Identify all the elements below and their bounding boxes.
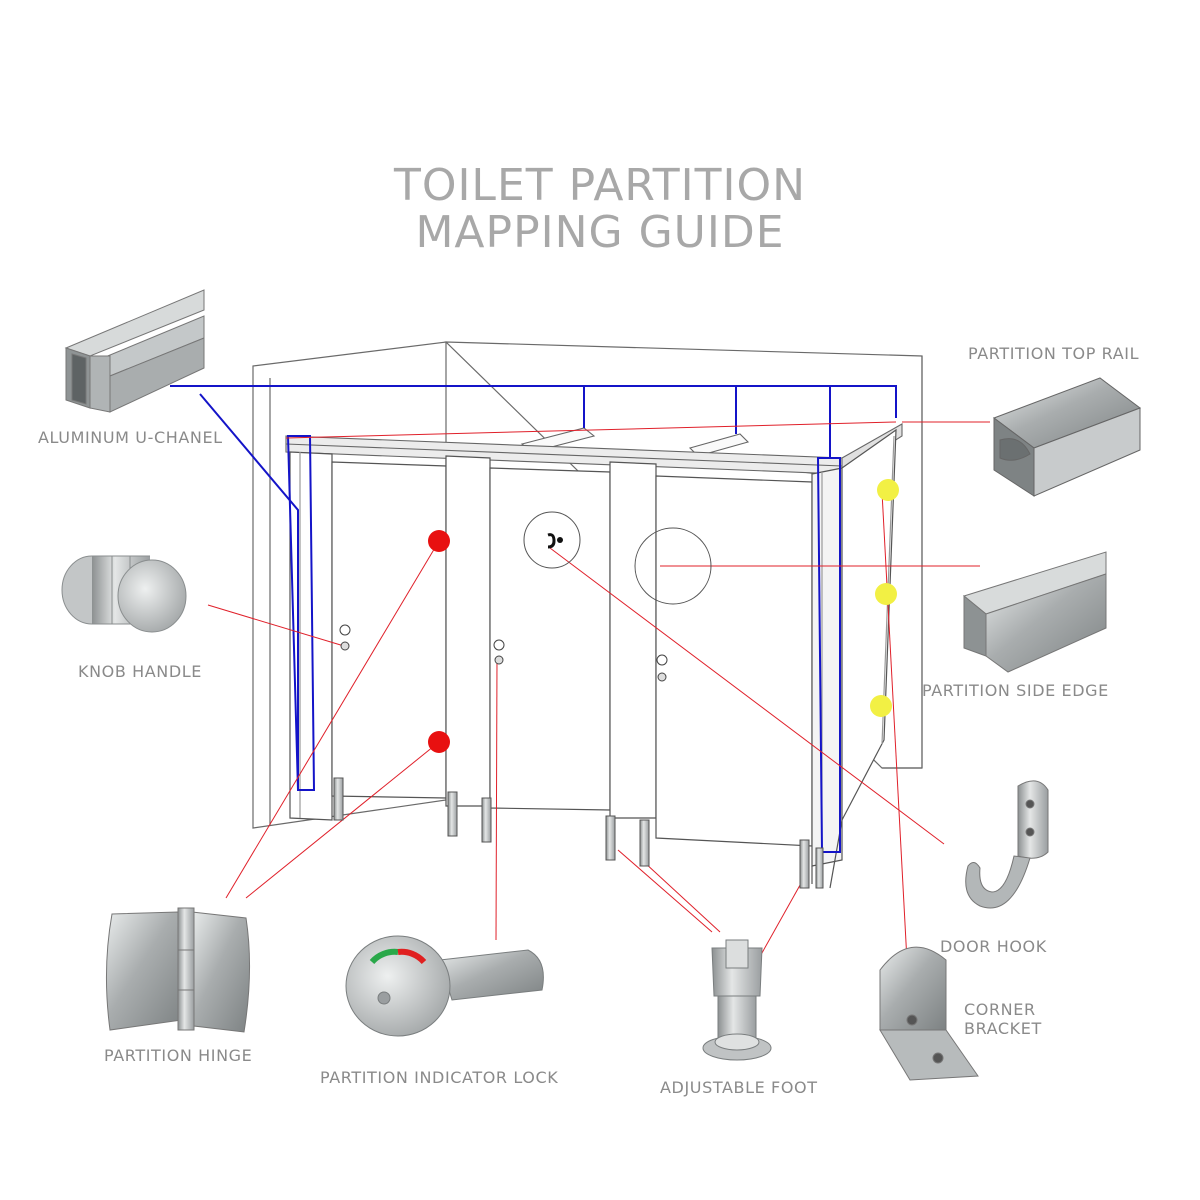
label-knob-handle: KNOB HANDLE xyxy=(78,662,203,681)
leader-corner xyxy=(881,491,909,981)
corner-bracket-image xyxy=(879,946,979,1081)
label-door-hook: DOOR HOOK xyxy=(940,937,1047,956)
leader-knob xyxy=(207,604,345,647)
front-panels xyxy=(289,428,897,889)
knob-door-2 xyxy=(493,639,505,651)
lock-door-3 xyxy=(657,672,667,682)
knob-door-3 xyxy=(656,654,668,666)
hook-callouts xyxy=(523,511,712,605)
knob-door-1 xyxy=(339,624,351,636)
lock-door-1 xyxy=(340,641,350,651)
label-adjustable-foot: ADJUSTABLE FOOT xyxy=(660,1078,818,1097)
leader-lock xyxy=(495,657,498,941)
u-channel-image xyxy=(64,289,205,413)
label-partition-indicator-lock: PARTITION INDICATOR LOCK xyxy=(320,1068,559,1087)
leader-foot-2 xyxy=(643,861,721,933)
hook-callout-circle-1 xyxy=(523,511,581,569)
title-line-1: TOILET PARTITION xyxy=(393,160,807,211)
leader-hook xyxy=(549,547,945,845)
label-corner: CORNER xyxy=(964,1000,1036,1019)
door-hardware xyxy=(339,624,668,682)
markers xyxy=(428,479,899,753)
bracket-marker-2 xyxy=(875,583,897,605)
label-partition-hinge: PARTITION HINGE xyxy=(104,1046,253,1065)
adjustable-foot-image xyxy=(702,939,772,1061)
label-partition-top-rail: PARTITION TOP RAIL xyxy=(968,344,1140,363)
label-aluminum-u-channel: ALUMINUM U-CHANEL xyxy=(38,428,223,447)
door-3 xyxy=(655,475,813,847)
door-2 xyxy=(489,467,611,811)
leader-top-rail-2 xyxy=(285,421,897,439)
hinge-marker-bottom xyxy=(428,731,450,753)
indicator-lock-image xyxy=(345,935,544,1037)
hook-callout-circle-2 xyxy=(634,527,712,605)
bracket-marker-3 xyxy=(870,695,892,717)
pilaster-mid-1 xyxy=(445,455,491,807)
title-line-2: MAPPING GUIDE xyxy=(415,207,785,258)
lock-door-2 xyxy=(494,655,504,665)
bracket-marker-1 xyxy=(877,479,899,501)
leader-lines xyxy=(207,421,990,981)
u-channel-highlight xyxy=(170,385,897,853)
drawing-feet xyxy=(333,777,824,889)
knob-handle-image xyxy=(61,555,187,633)
pilaster-mid-2 xyxy=(609,461,657,819)
side-edge-image xyxy=(962,551,1107,673)
leader-foot-3 xyxy=(757,877,805,961)
top-rail-image xyxy=(992,377,1142,497)
leader-foot-1 xyxy=(617,849,713,933)
hook-mini-icon xyxy=(547,533,556,549)
leader-hinge-1 xyxy=(225,540,440,899)
label-partition-side-edge: PARTITION SIDE EDGE xyxy=(922,681,1109,700)
label-bracket: BRACKET xyxy=(964,1019,1042,1038)
partition-hinge-image xyxy=(105,907,251,1033)
pilaster-right xyxy=(811,467,843,867)
door-hook-image xyxy=(965,780,1049,909)
hinge-marker-top xyxy=(428,530,450,552)
